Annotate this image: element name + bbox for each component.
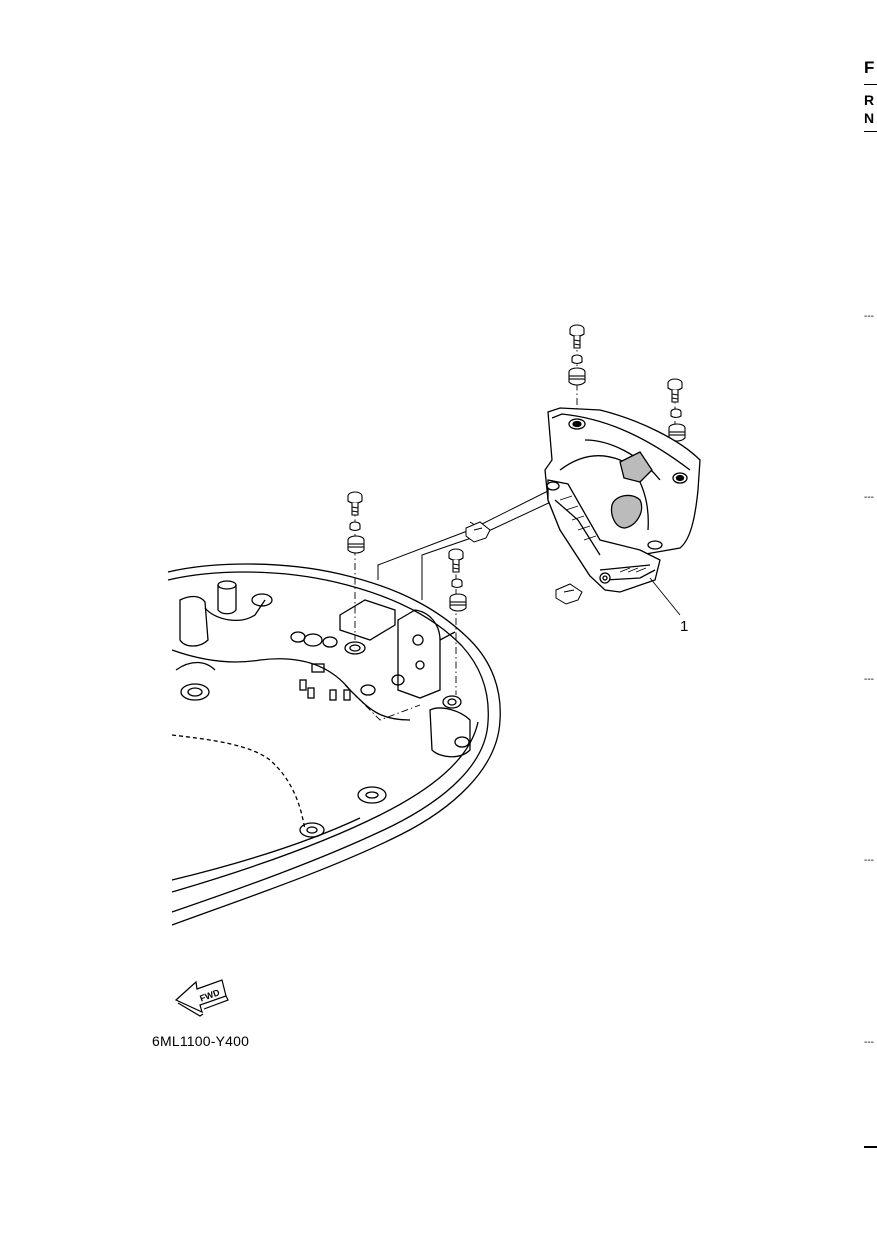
figure-code: 6ML1100-Y400 xyxy=(152,1033,250,1049)
fastener-stack-1 xyxy=(568,324,586,386)
clip-icon xyxy=(555,583,583,605)
grommet-icon xyxy=(568,367,586,386)
bottom-cowling-icon xyxy=(167,563,501,926)
page-subtitle-fragment-1: R xyxy=(864,92,875,108)
fastener-stack-4 xyxy=(448,548,467,612)
header-rule xyxy=(864,84,877,85)
washer-icon xyxy=(571,354,583,365)
bracket-icon xyxy=(544,407,701,616)
washer-icon xyxy=(670,408,682,419)
screw-icon xyxy=(667,378,683,403)
header-rule xyxy=(864,131,877,132)
screw-icon xyxy=(347,491,363,516)
washer-icon xyxy=(451,578,463,589)
fwd-arrow-icon: FWD xyxy=(174,979,229,1017)
page-subtitle-fragment-2: N xyxy=(864,110,875,126)
fastener-stack-2 xyxy=(667,378,686,442)
grommet-icon xyxy=(449,593,467,612)
screw-icon xyxy=(448,548,464,573)
washer-icon xyxy=(349,521,361,532)
edge-dash-mark: --- xyxy=(864,856,874,866)
grommet-icon xyxy=(347,535,365,554)
page-title-fragment: F xyxy=(864,58,875,77)
edge-dash-mark: --- xyxy=(864,493,874,503)
fastener-stack-3 xyxy=(347,491,365,554)
edge-dash-mark: --- xyxy=(864,675,874,685)
edge-dash-mark: --- xyxy=(864,1038,874,1048)
clip-icon xyxy=(465,521,491,543)
part-callout-number: 1 xyxy=(680,618,689,635)
screw-icon xyxy=(569,324,585,349)
edge-dash-mark: --- xyxy=(864,312,874,322)
footer-rule xyxy=(864,1146,877,1148)
